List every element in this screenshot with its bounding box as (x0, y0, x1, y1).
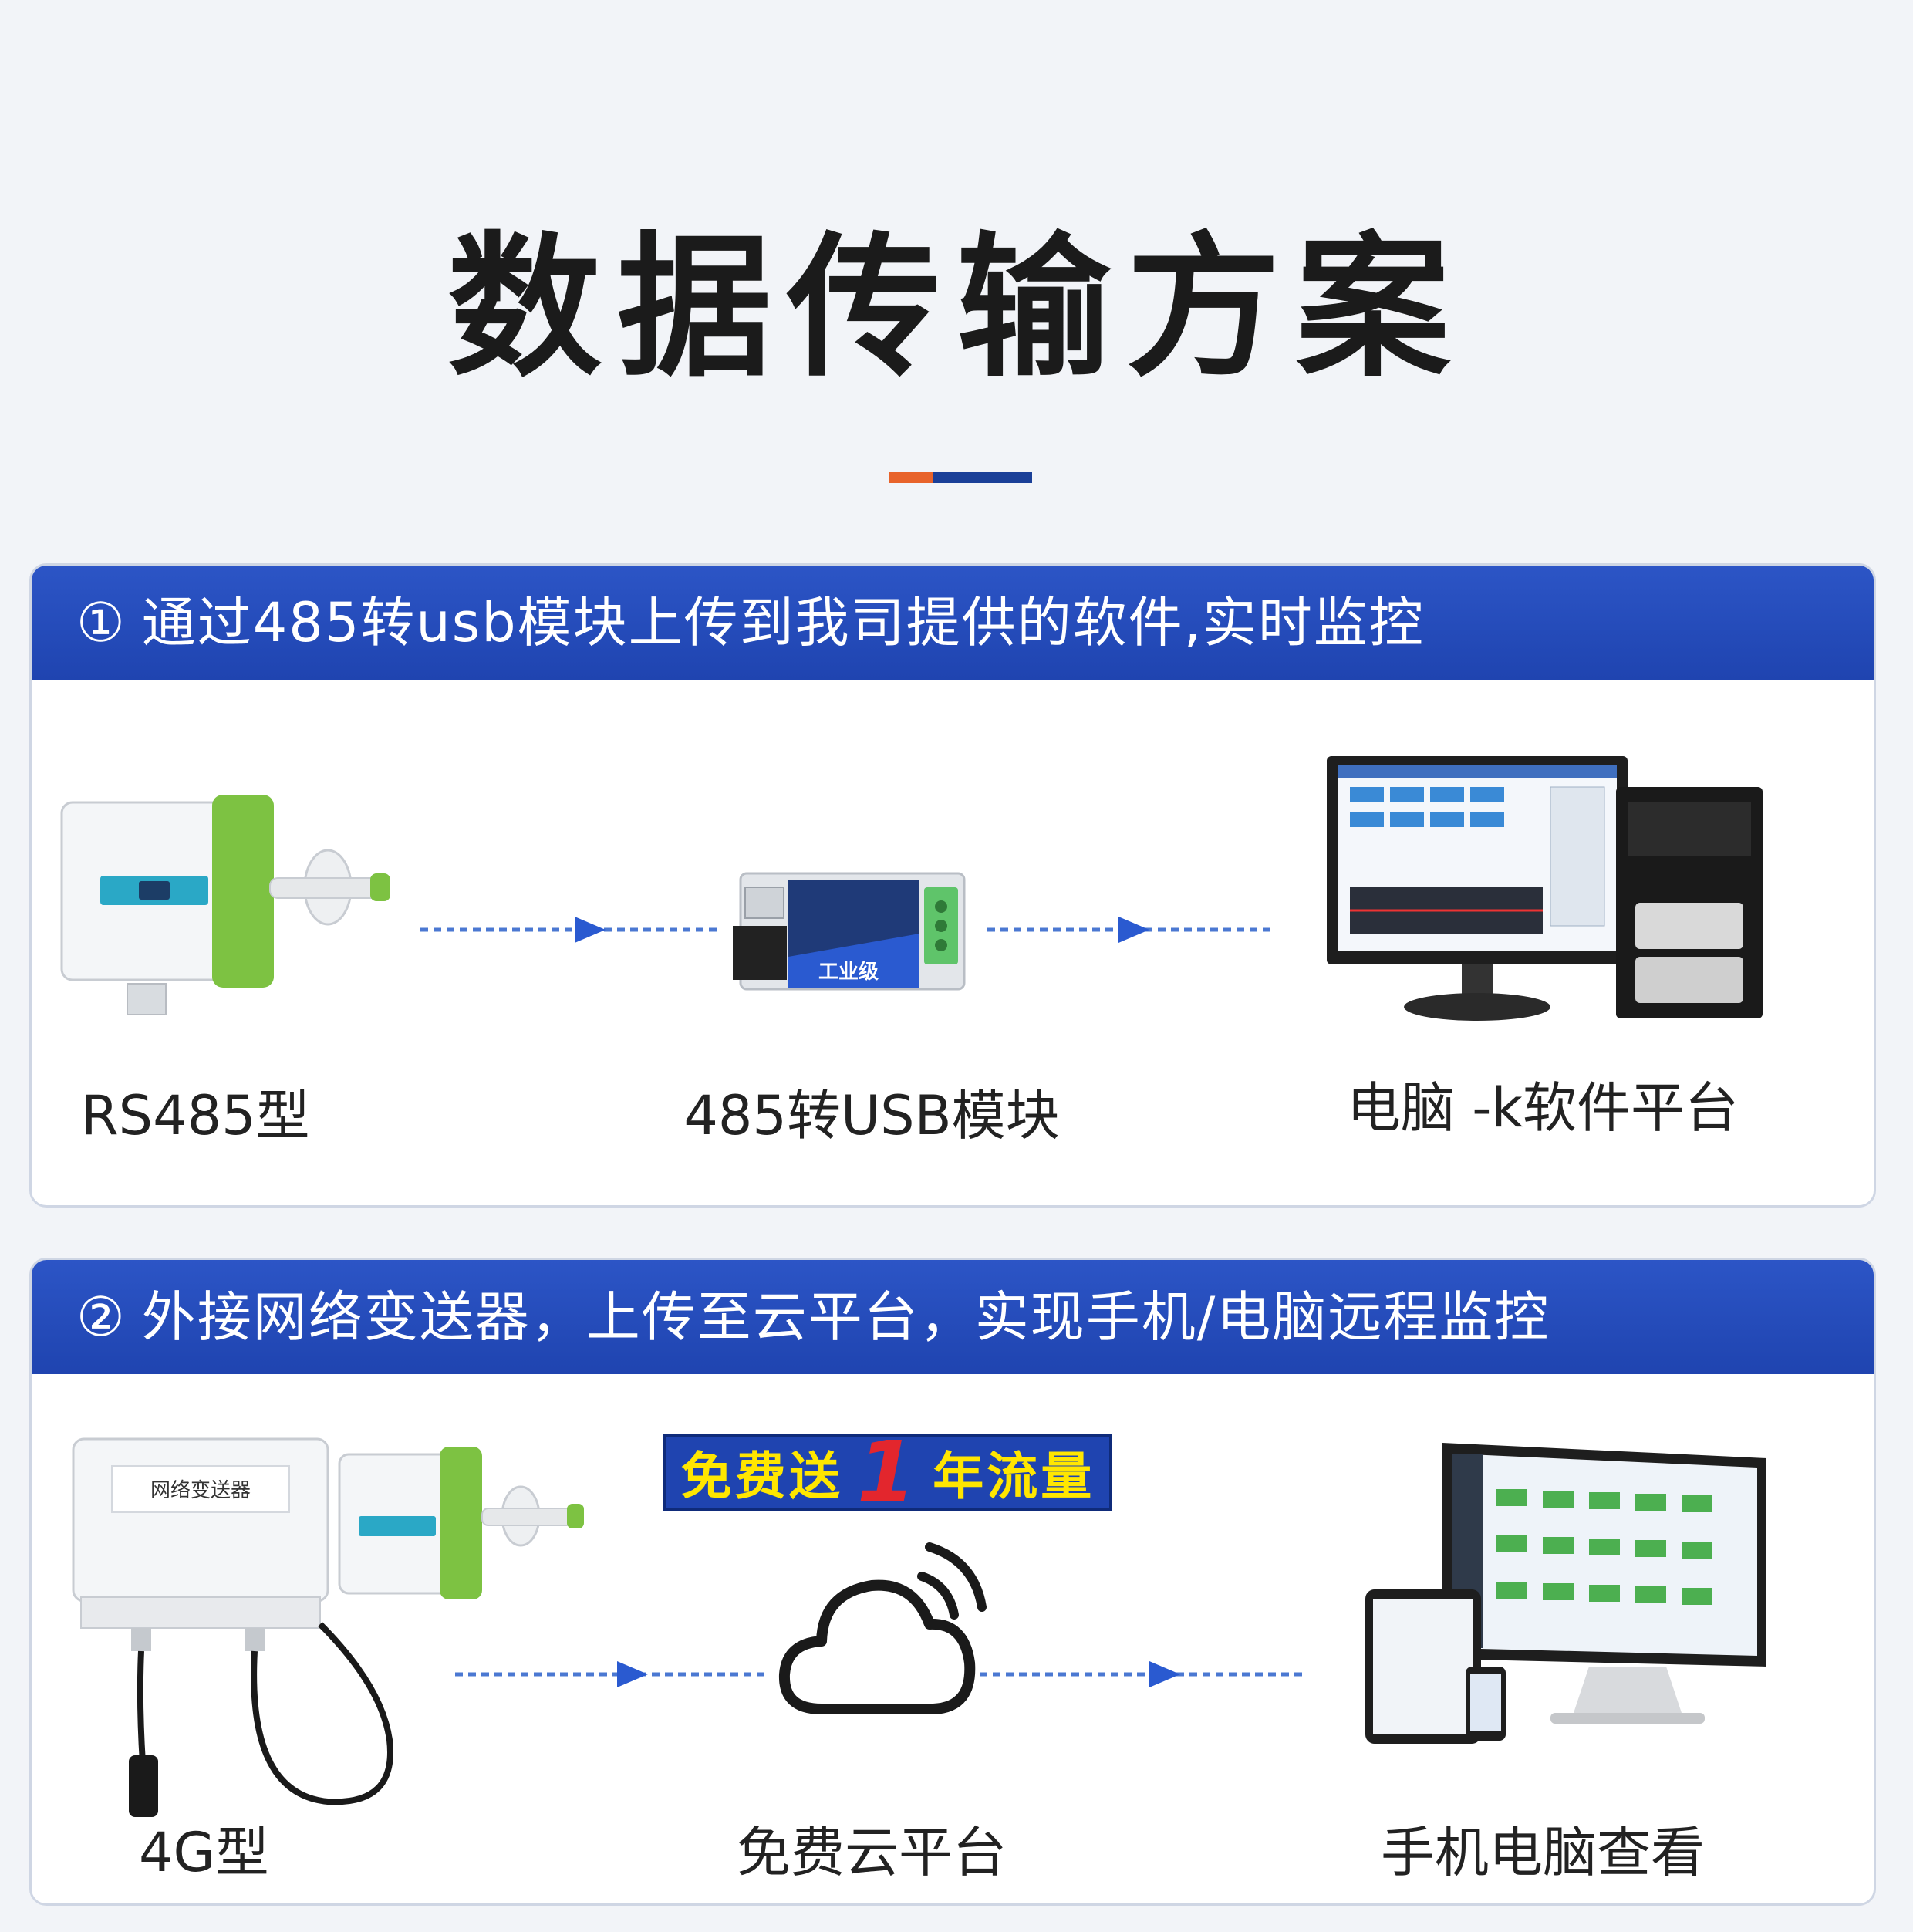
multi-device-icon (1365, 1443, 1766, 1744)
title-underline (933, 472, 1032, 483)
item-label: 485转USB模块 (683, 1084, 1060, 1147)
flow-arrow-icon (455, 1661, 768, 1687)
page-title: 数据传输方案 (447, 218, 1466, 398)
badge-suffix: 年流量 (933, 1447, 1095, 1506)
flow-arrow-icon (987, 917, 1273, 943)
item-label: 4G型 (139, 1821, 269, 1884)
item-label: 电脑 -k软件平台 (1346, 1076, 1739, 1140)
section-heading: 外接网络变送器，上传至云平台，实现手机/电脑远程监控 (141, 1285, 1550, 1349)
section-heading: 通过485转usb模块上传到我司提供的软件,实时监控 (141, 591, 1425, 654)
section-number: ② (76, 1285, 127, 1349)
desktop-computer-icon (1327, 756, 1763, 1021)
module-brand: 工业级 (818, 960, 879, 984)
section-number: ① (76, 591, 127, 654)
item-label: 手机电脑查看 (1381, 1821, 1705, 1884)
flow-arrow-icon (420, 917, 721, 943)
transmitter-label: 网络变送器 (150, 1479, 251, 1502)
badge-prefix: 免费送 (680, 1447, 843, 1506)
cloud-signal-icon (778, 1542, 987, 1714)
flow-arrow-icon (980, 1661, 1304, 1687)
rs485-sensor-icon (60, 795, 390, 1015)
badge-number: 1 (856, 1423, 919, 1522)
usb-converter-icon: 工业级 (733, 872, 966, 991)
item-label: RS485型 (81, 1084, 310, 1147)
free-traffic-badge: 免费送 1 年流量 (663, 1423, 1112, 1522)
title-underline-accent (889, 472, 933, 483)
item-label: 免费云平台 (737, 1821, 1007, 1884)
4g-transmitter-icon: 网络变送器 (72, 1437, 584, 1817)
